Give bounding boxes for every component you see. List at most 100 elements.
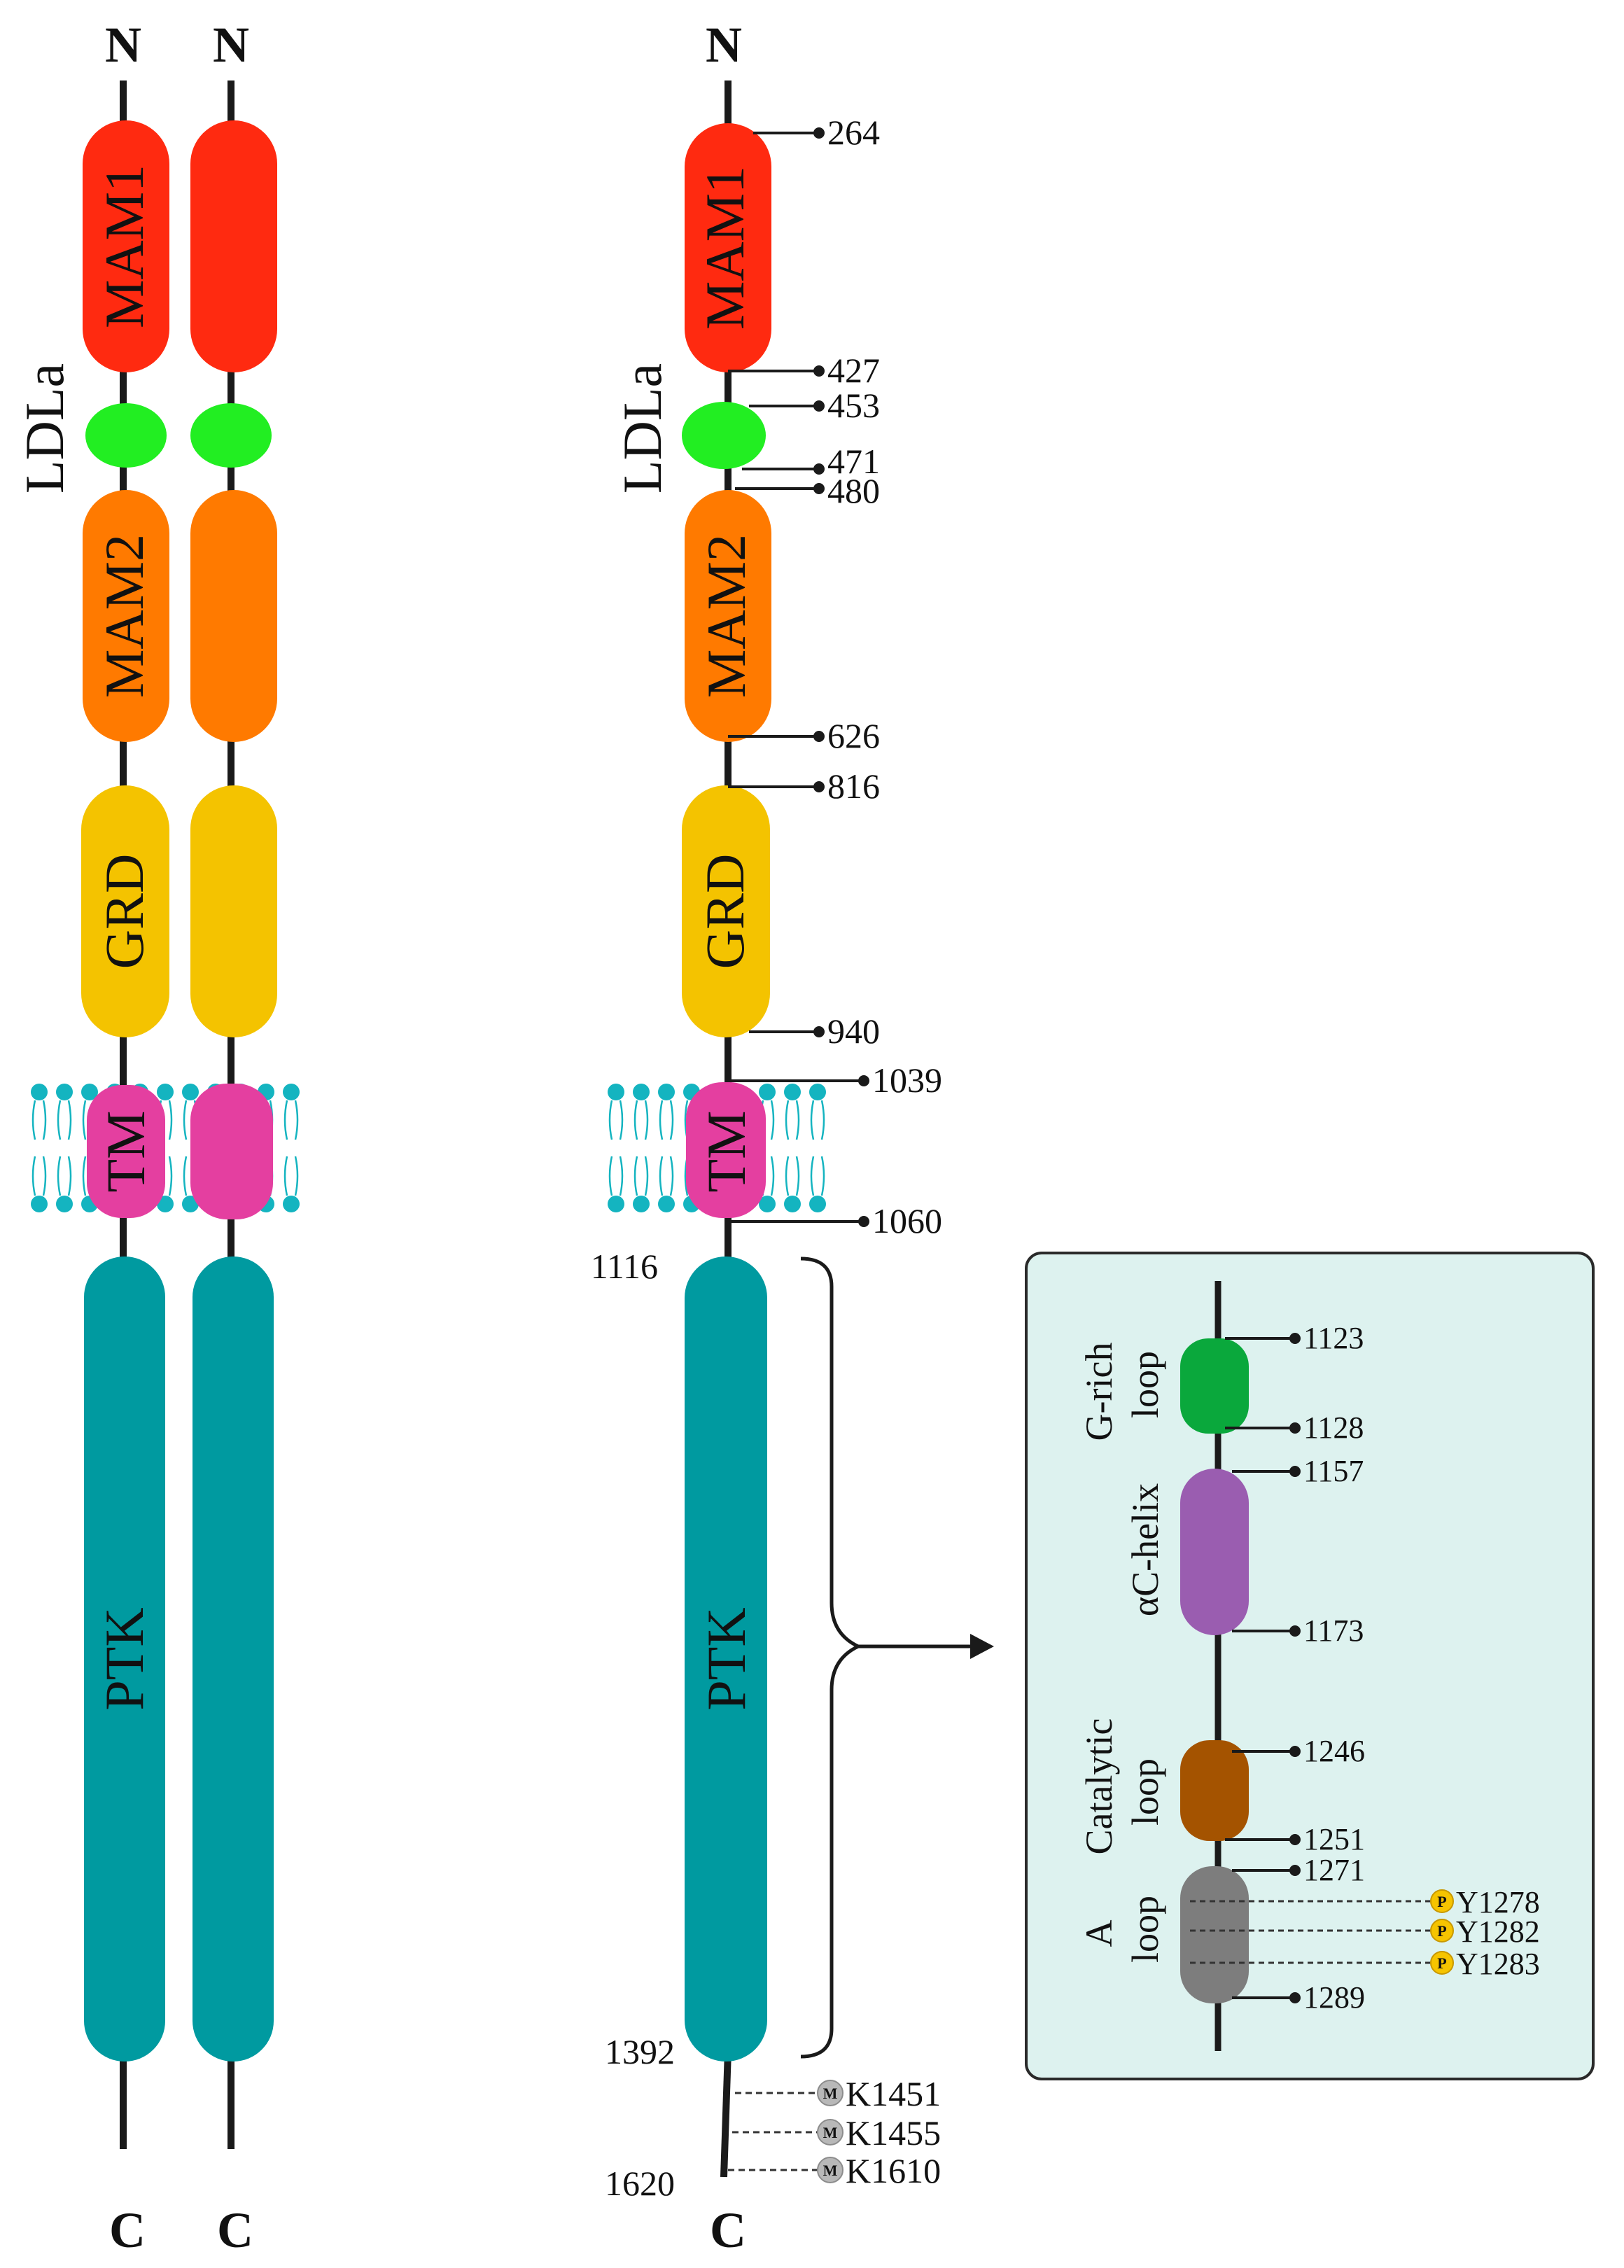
lipid-tail [168,1100,173,1140]
phospho-icon-label: P [1437,1954,1446,1972]
lipid-tail [294,1156,299,1196]
lipid-tail [42,1156,47,1196]
position-626: 626 [827,716,880,755]
lipid-tail [619,1100,624,1140]
chain-2-ptk-domain [192,1256,274,2062]
methyl-icon-label: M [823,2124,838,2141]
catalytic-loop-label-1: Catalytic [1078,1718,1120,1855]
position-1128: 1128 [1303,1410,1364,1445]
chain-2-tm-domain [190,1084,273,1219]
lipid-tail [57,1156,62,1196]
lipid-tail [31,1100,36,1140]
chain-1-ptk-domain [84,1256,165,2062]
position-1251: 1251 [1303,1822,1365,1856]
lipid-head [31,1196,48,1212]
chain-1-mam2-domain [83,490,169,742]
lipid-head [31,1084,48,1100]
position-427: 427 [827,351,880,390]
mam1-label: MAM1 [694,166,755,330]
catalytic-loop-label-2: loop [1124,1758,1166,1826]
lipid-head [759,1196,776,1212]
lipid-tail [31,1156,36,1196]
c-terminus: C [710,2202,746,2258]
phospho-icon [1430,1919,1454,1942]
chain-2-ldla-domain [190,403,272,468]
lipid-head [81,1084,98,1100]
chain-2-c-terminus: C [217,2202,253,2258]
lipid-tail [294,1100,299,1140]
chain-1-mam1-label: MAM1 [94,164,155,328]
lipid-head [283,1084,300,1100]
chain-2-mam1-domain [190,120,277,372]
lipid-head [784,1084,801,1100]
g-rich-loop-label-1: G-rich [1078,1343,1120,1441]
lipid-tail [67,1100,72,1140]
chain-1-ptk-label: PTK [94,1607,155,1710]
g-rich-loop-label-2: loop [1124,1351,1166,1418]
grd-label: GRD [694,854,755,969]
tm-domain [686,1082,766,1218]
lipid-tail [57,1100,62,1140]
position-1116: 1116 [591,1247,658,1286]
ptk-curly-brace [800,1256,862,2059]
phospho-icon-label: P [1437,1893,1446,1910]
mam2-domain [685,490,771,742]
lipid-head [157,1196,174,1212]
lipid-tail [284,1100,288,1140]
position-leaders [728,127,869,1227]
grd-domain [682,785,770,1037]
chain-1-tm-domain [87,1085,165,1218]
lipid-head [759,1084,776,1100]
lipid-tail [795,1156,800,1196]
lipid-tail [183,1100,188,1140]
position-1123: 1123 [1303,1321,1364,1355]
lipid-tail [820,1100,825,1140]
annotated-receptor-chain [682,80,771,2178]
position-940: 940 [827,1011,880,1051]
lipid-tail [785,1156,790,1196]
lipid-tail [284,1156,288,1196]
methyl-icon [817,2080,844,2106]
phospho-label-y1278: Y1278 [1456,1885,1540,1919]
lipid-head [658,1084,675,1100]
chain-1-grd-domain [81,785,169,1037]
position-1620: 1620 [605,2164,675,2203]
chain-2-n-terminus: N [213,17,249,73]
c-terminal-tail [720,2050,732,2178]
chain-1-tm-label: TM [95,1111,156,1193]
phospho-icon-label: P [1437,1922,1446,1940]
lipid-tail [644,1100,649,1140]
chain-1-c-terminus: C [109,2202,146,2258]
lipid-tail [770,1100,775,1140]
lipid-tail [644,1156,649,1196]
lipid-head [809,1196,826,1212]
receptor-chain-1 [81,80,169,2149]
lipid-tail [659,1156,664,1196]
position-1173: 1173 [1303,1614,1364,1648]
lipid-head [784,1196,801,1212]
chain-1-grd-label: GRD [94,854,155,969]
position-1289: 1289 [1303,1980,1365,2015]
n-terminus: N [706,17,742,73]
lipid-tail [168,1156,173,1196]
methylation-site-k1610: M K1610 [728,2151,941,2190]
a-loop-label-1: A [1078,1920,1120,1947]
lipid-head [633,1084,650,1100]
lipid-head [56,1084,73,1100]
ldla-domain [682,402,766,469]
position-264: 264 [827,113,880,152]
methyl-icon [817,2119,844,2146]
position-1271: 1271 [1303,1853,1365,1887]
receptor-chain-2 [190,80,277,2149]
methylation-site-k1455: M K1455 [732,2113,941,2152]
catalytic-loop-shape [1180,1740,1249,1841]
phospho-site-y1283: P Y1283 [1190,1947,1540,1981]
lipid-tail [82,1156,87,1196]
membrane-bilayer-right [608,1084,826,1212]
lipid-head [182,1084,199,1100]
methylation-site-k1451: M K1451 [735,2074,941,2113]
lipid-head [157,1084,174,1100]
lipid-head [809,1084,826,1100]
phospho-label-y1282: Y1282 [1456,1914,1540,1949]
